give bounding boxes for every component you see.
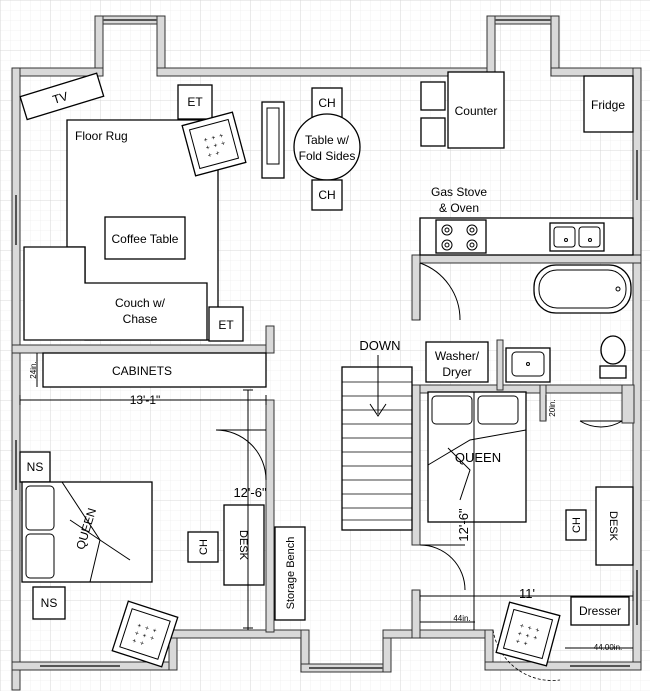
desk-left bbox=[223, 504, 265, 586]
doors bbox=[215, 262, 623, 681]
stove-label-2: & Oven bbox=[439, 201, 479, 215]
gas-stove bbox=[435, 219, 487, 254]
counter bbox=[447, 71, 505, 149]
floor-rug-label: Floor Rug bbox=[75, 129, 128, 143]
svg-text:+: + bbox=[205, 144, 211, 152]
nightstand-bottom bbox=[32, 586, 66, 620]
fridge-label: Fridge bbox=[591, 98, 625, 112]
svg-text:+: + bbox=[134, 630, 140, 638]
end-table-top-label: ET bbox=[187, 95, 203, 109]
desk-right bbox=[595, 486, 634, 566]
desk-left-label: DESK bbox=[237, 530, 249, 561]
dining-table-label-1: Table w/ bbox=[305, 133, 350, 147]
svg-text:+: + bbox=[207, 152, 213, 160]
dimension-lines bbox=[19, 353, 634, 649]
queen-bed-left bbox=[21, 481, 153, 583]
couch-label-1: Couch w/ bbox=[115, 296, 166, 310]
stool-1 bbox=[420, 81, 446, 111]
svg-text:+: + bbox=[213, 142, 219, 150]
fridge bbox=[583, 75, 634, 133]
dim-12-6-left: 12'-6" bbox=[233, 485, 267, 500]
dim-20in: 20in. bbox=[548, 399, 557, 416]
svg-text:+: + bbox=[139, 640, 145, 648]
svg-text:+: + bbox=[215, 150, 221, 158]
tv-label: TV bbox=[51, 89, 70, 107]
dim-11: 11' bbox=[519, 586, 535, 601]
washer-dryer-label-1: Washer/ bbox=[435, 349, 480, 363]
desk-right-label: DESK bbox=[607, 511, 619, 542]
dim-24in: 24in. bbox=[29, 361, 38, 378]
svg-text:+: + bbox=[131, 638, 137, 646]
stove-label-1: Gas Stove bbox=[431, 185, 487, 199]
end-table-top bbox=[177, 84, 213, 120]
svg-text:+: + bbox=[136, 622, 142, 630]
svg-text:+: + bbox=[534, 627, 540, 635]
dim-12-6-right: 12'-6" bbox=[456, 508, 471, 542]
queen-bed-right bbox=[427, 391, 527, 523]
washer-dryer-label-2: Dryer bbox=[442, 365, 471, 379]
nightstand-bottom-label: NS bbox=[41, 596, 58, 610]
svg-text:+: + bbox=[149, 635, 155, 643]
svg-text:+: + bbox=[527, 625, 533, 633]
toilet bbox=[599, 335, 627, 379]
chair-left-label: CH bbox=[198, 539, 210, 555]
dresser bbox=[570, 596, 630, 626]
dim-13-1: 13'-1" bbox=[130, 393, 161, 407]
end-table-bottom bbox=[208, 306, 244, 342]
kitchen-sink bbox=[549, 222, 605, 252]
dim-44-00in: 44.00in. bbox=[594, 643, 622, 652]
svg-text:+: + bbox=[203, 137, 209, 145]
chair-right-label: CH bbox=[571, 517, 583, 533]
svg-text:+: + bbox=[525, 633, 531, 641]
tv bbox=[19, 72, 105, 121]
svg-text:+: + bbox=[151, 627, 157, 635]
stool-2 bbox=[420, 117, 446, 147]
end-table-bottom-label: ET bbox=[218, 318, 234, 332]
couch bbox=[23, 246, 208, 341]
staircase bbox=[341, 355, 413, 531]
chair-right-bedroom bbox=[565, 509, 587, 541]
dim-44in: 44in. bbox=[453, 614, 470, 623]
svg-text:+: + bbox=[221, 140, 227, 148]
bench bbox=[261, 101, 285, 179]
chair-left-bedroom bbox=[187, 531, 219, 563]
nightstand-top bbox=[19, 451, 51, 483]
stairs-down-label: DOWN bbox=[359, 338, 400, 353]
svg-text:+: + bbox=[144, 625, 150, 633]
chair-top-label: CH bbox=[318, 96, 335, 110]
svg-text:+: + bbox=[211, 135, 217, 143]
nightstand-top-label: NS bbox=[27, 460, 44, 474]
svg-text:+: + bbox=[141, 632, 147, 640]
cabinets bbox=[42, 352, 267, 388]
svg-text:+: + bbox=[522, 640, 528, 648]
windows bbox=[15, 19, 638, 669]
chair-bottom-label: CH bbox=[318, 188, 335, 202]
dining-table bbox=[293, 113, 361, 181]
accent-chair-right-bedroom: +++ +++ ++ bbox=[495, 601, 561, 667]
chair-bottom bbox=[311, 179, 343, 211]
storage-bench bbox=[274, 526, 306, 621]
coffee-table bbox=[104, 216, 186, 260]
dresser-label: Dresser bbox=[579, 604, 621, 618]
storage-bench-label: Storage Bench bbox=[285, 537, 297, 610]
svg-text:+: + bbox=[218, 132, 224, 140]
svg-text:+: + bbox=[519, 623, 525, 631]
couch-label-2: Chase bbox=[123, 312, 158, 326]
dining-table-label-2: Fold Sides bbox=[299, 149, 356, 163]
queen-right-label: QUEEN bbox=[455, 450, 501, 465]
counter-label: Counter bbox=[455, 104, 498, 118]
bathroom-sink bbox=[505, 347, 551, 383]
accent-chair-left-bedroom: +++ +++ ++ bbox=[111, 600, 179, 668]
svg-text:+: + bbox=[517, 630, 523, 638]
svg-text:+: + bbox=[515, 638, 521, 646]
cabinets-label: CABINETS bbox=[112, 364, 172, 378]
bathtub bbox=[533, 264, 632, 314]
washer-dryer bbox=[425, 341, 489, 383]
coffee-table-label: Coffee Table bbox=[112, 232, 179, 246]
svg-text:+: + bbox=[532, 635, 538, 643]
accent-chair-living: +++ +++ ++ bbox=[181, 111, 247, 177]
